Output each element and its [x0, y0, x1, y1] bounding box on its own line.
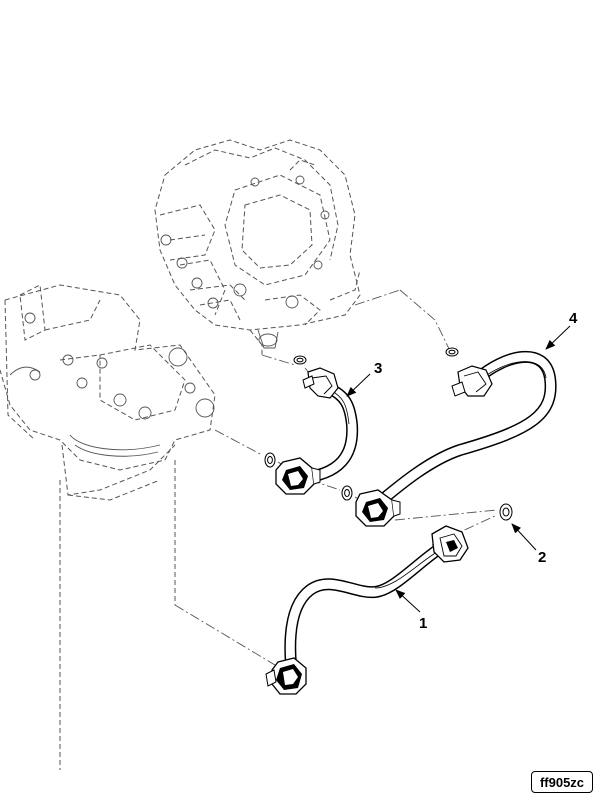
o-ring-item-2 [499, 503, 513, 521]
o-ring-filter-outlet [264, 452, 276, 468]
fuel-tube-3 [275, 367, 359, 495]
fuel-filter-housing-detail [9, 312, 215, 457]
figure-id-label: ff905zc [531, 771, 593, 793]
fuel-tube-1 [265, 525, 469, 695]
callout-leader-4 [545, 325, 571, 350]
fuel-pump-detail [160, 175, 330, 349]
callout-3: 3 [374, 360, 382, 377]
fuel-tube-4 [355, 350, 557, 527]
o-ring-filter-inlet [341, 485, 353, 501]
callout-4: 4 [569, 310, 578, 327]
fuel-filter-housing-phantom [0, 284, 216, 770]
callout-leader-3 [346, 373, 371, 397]
leader-lines [174, 289, 498, 666]
o-ring-pump-outlet [445, 347, 459, 357]
callout-2: 2 [538, 549, 546, 566]
o-ring-pump-inlet [293, 355, 307, 365]
fuel-pump-phantom [154, 139, 361, 355]
o-rings [264, 347, 513, 521]
callout-leaders [346, 325, 571, 613]
callout-leader-1 [395, 589, 421, 613]
callout-leader-2 [511, 523, 537, 551]
callout-1: 1 [419, 615, 427, 632]
callout-numbers: 1 2 3 4 [374, 310, 578, 632]
